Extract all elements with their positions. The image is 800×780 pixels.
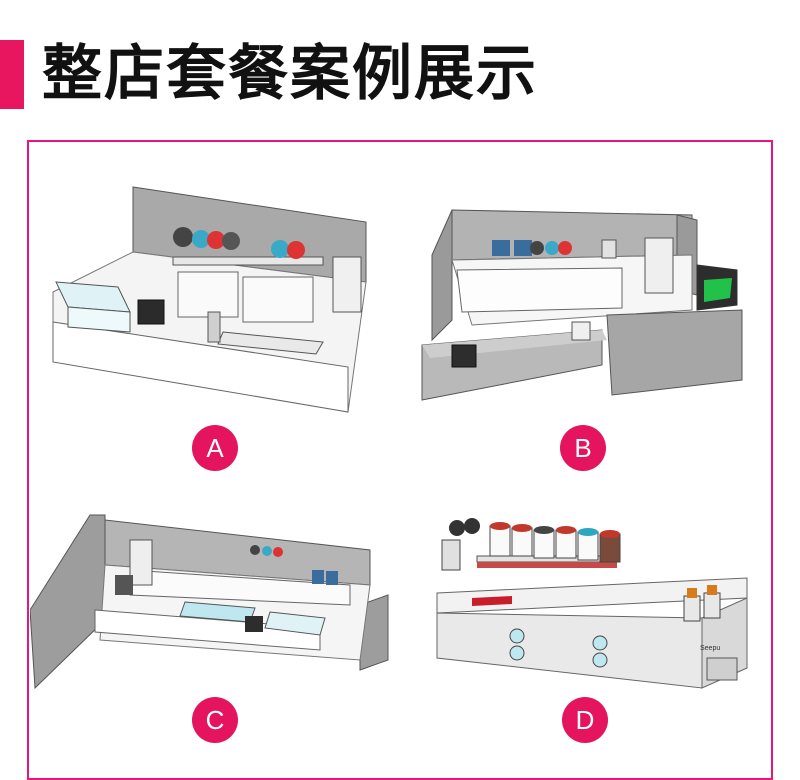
case-badge-b[interactable]: B	[560, 425, 606, 471]
equipment-brand-label: Seepu	[700, 645, 720, 652]
title-accent-bar	[0, 40, 24, 109]
case-badge-a[interactable]: A	[192, 425, 238, 471]
case-badge-d[interactable]: D	[562, 697, 608, 743]
case-d-illustration: Seepu	[432, 508, 752, 698]
case-b-illustration	[412, 200, 752, 415]
case-a-illustration	[48, 182, 388, 422]
page-title: 整店套餐案例展示	[42, 39, 538, 109]
case-badge-c[interactable]: C	[192, 697, 238, 743]
case-c-illustration	[30, 510, 390, 690]
